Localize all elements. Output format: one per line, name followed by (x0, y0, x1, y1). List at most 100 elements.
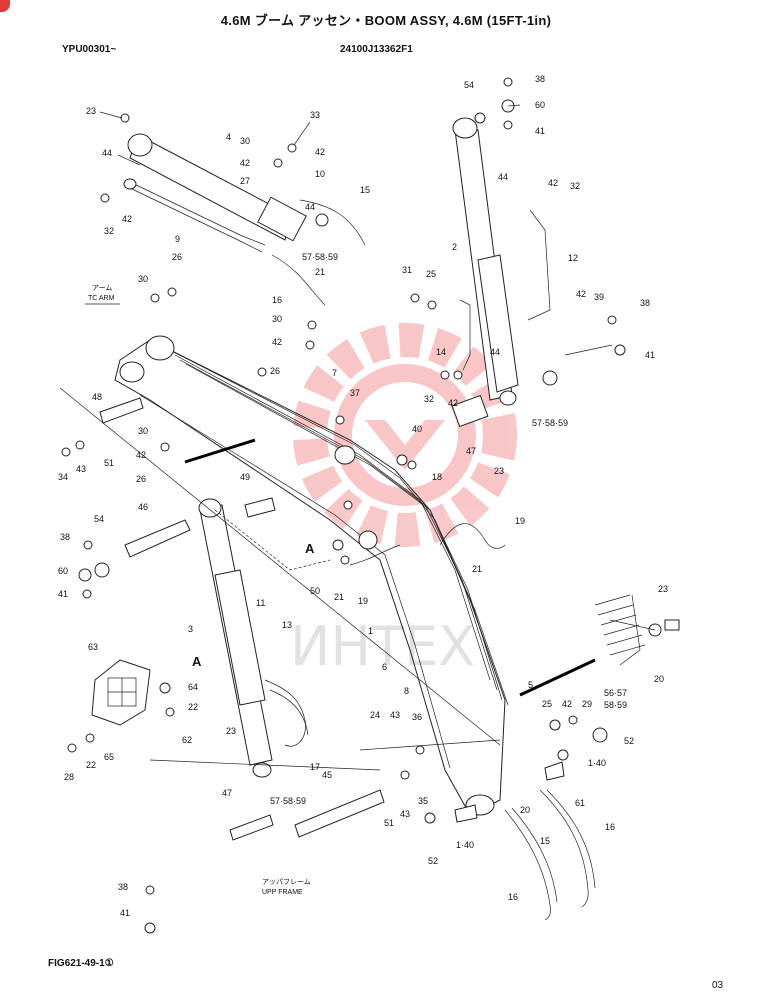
callout-43: 43 (390, 710, 400, 720)
cover-plate-63 (91, 659, 151, 726)
callout-22: 22 (86, 760, 96, 770)
callout-38: 38 (535, 74, 545, 84)
callout-43: 43 (400, 809, 410, 819)
callout-18: 18 (432, 472, 442, 482)
callout-13: 13 (282, 620, 292, 630)
callout-23: 23 (226, 726, 236, 736)
hose-15-upper (299, 199, 366, 246)
callout-5: 5 (528, 680, 533, 690)
callout-9: 9 (175, 234, 180, 244)
callout-39: 39 (594, 292, 604, 302)
figure-number: FIG621-49-1① (48, 958, 114, 969)
callout-43: 43 (76, 464, 86, 474)
callout-25: 25 (542, 699, 552, 709)
callout-62: 62 (182, 735, 192, 745)
callout-10: 10 (315, 169, 325, 179)
callout-30: 30 (138, 274, 148, 284)
callout-30: 30 (240, 136, 250, 146)
callout-32: 32 (424, 394, 434, 404)
hose-21-mid (349, 544, 401, 566)
callout-58-59: 58·59 (604, 700, 627, 710)
callout-54: 54 (464, 80, 474, 90)
callout-2: 2 (452, 242, 457, 252)
callout-41: 41 (535, 126, 545, 136)
callout-49: 49 (240, 472, 250, 482)
callout-28: 28 (64, 772, 74, 782)
callout-23: 23 (658, 584, 668, 594)
upper-frame-note-en: UPP FRAME (262, 889, 303, 896)
hose-21-upper (271, 254, 326, 306)
callout-34: 34 (58, 472, 68, 482)
callout-1: 1 (368, 626, 373, 636)
callout-32: 32 (104, 226, 114, 236)
bucket-cylinder-right (451, 117, 551, 428)
page-title: 4.6M ブーム アッセン・BOOM ASSY, 4.6M (15FT-1in) (220, 13, 552, 28)
callout-57-58-59: 57·58·59 (532, 418, 568, 428)
callout-19: 19 (515, 516, 525, 526)
callout-1-40: 1·40 (588, 758, 606, 768)
callout-41: 41 (120, 908, 130, 918)
callout-29: 29 (582, 699, 592, 709)
callout-42: 42 (240, 158, 250, 168)
watermark-text: ИНТЕХ (290, 615, 475, 678)
callout-16: 16 (508, 892, 518, 902)
callout-60: 60 (58, 566, 68, 576)
detail-a-reference (214, 509, 331, 571)
callout-30: 30 (272, 314, 282, 324)
callout-35: 35 (418, 796, 428, 806)
view-mark-a-detail: A (192, 654, 202, 669)
grease-fitting-group (594, 594, 680, 666)
callout-6: 6 (382, 662, 387, 672)
callout-65: 65 (104, 752, 114, 762)
callout-44: 44 (490, 347, 500, 357)
view-mark-a-main: A (305, 541, 315, 556)
callout-31: 31 (402, 265, 412, 275)
callout-38: 38 (118, 882, 128, 892)
callout-14: 14 (436, 347, 446, 357)
assembly-part-number: 24100J13362F1 (340, 44, 413, 55)
pins (99, 397, 565, 841)
callout-1-40: 1·40 (456, 840, 474, 850)
callout-47: 47 (222, 788, 232, 798)
callout-50: 50 (310, 586, 320, 596)
callout-44: 44 (305, 202, 315, 212)
callout-63: 63 (88, 642, 98, 652)
callout-38: 38 (640, 298, 650, 308)
callout-23: 23 (494, 466, 504, 476)
callout-51: 51 (104, 458, 114, 468)
callout-4: 4 (226, 132, 231, 142)
callout-27: 27 (240, 176, 250, 186)
callout-52: 52 (624, 736, 634, 746)
callout-48: 48 (92, 392, 102, 402)
callout-15: 15 (360, 185, 370, 195)
callout-21: 21 (334, 592, 344, 602)
boom-cylinder-lower (198, 498, 309, 778)
callout-26: 26 (270, 366, 280, 376)
callout-16: 16 (605, 822, 615, 832)
callout-20: 20 (654, 674, 664, 684)
corner-marker (0, 0, 10, 12)
callout-12: 12 (568, 253, 578, 263)
callout-8: 8 (404, 686, 409, 696)
callout-51: 51 (384, 818, 394, 828)
hose-16-lower-right (539, 789, 589, 908)
callout-21: 21 (472, 564, 482, 574)
callout-20: 20 (520, 805, 530, 815)
fasteners (61, 77, 626, 934)
callout-11: 11 (256, 598, 265, 608)
callout-64: 64 (188, 682, 198, 692)
callout-40: 40 (412, 424, 422, 434)
callout-41: 41 (645, 350, 655, 360)
callout-23: 23 (86, 106, 96, 116)
callout-17: 17 (310, 762, 320, 772)
callout-46: 46 (138, 502, 148, 512)
callout-60: 60 (535, 100, 545, 110)
hose-16-lower-left (504, 809, 551, 921)
callout-56-57: 56·57 (604, 688, 627, 698)
leader-lines (59, 104, 656, 771)
callout-37: 37 (350, 388, 360, 398)
callout-41: 41 (58, 589, 68, 599)
hose-19 (439, 523, 506, 549)
callout-7: 7 (332, 368, 337, 378)
callout-25: 25 (426, 269, 436, 279)
